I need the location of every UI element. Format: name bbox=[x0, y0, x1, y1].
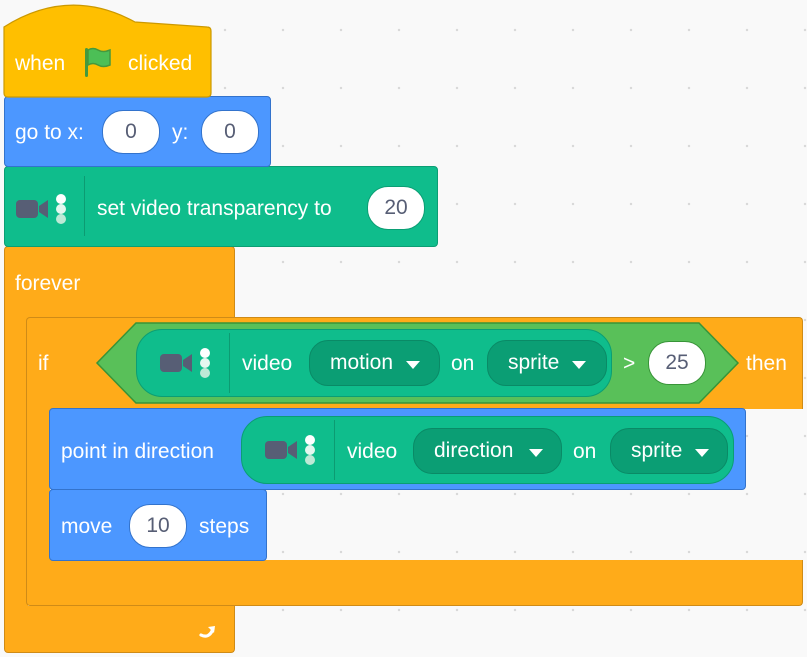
block-divider bbox=[84, 176, 85, 236]
threshold-input[interactable]: 25 bbox=[648, 341, 706, 385]
if-left-wall bbox=[26, 405, 50, 563]
attribute-dropdown[interactable]: motion bbox=[309, 340, 440, 386]
forever-bottom-arm bbox=[4, 606, 235, 653]
move-label: move bbox=[61, 515, 113, 538]
repeat-arrow-icon bbox=[195, 617, 221, 648]
target-dropdown-value: sprite bbox=[508, 351, 560, 374]
x-input[interactable]: 0 bbox=[102, 110, 160, 154]
reporter-divider bbox=[229, 333, 230, 393]
chevron-down-icon bbox=[572, 361, 586, 369]
steps-input[interactable]: 10 bbox=[129, 504, 187, 548]
target-dropdown[interactable]: sprite bbox=[487, 340, 607, 386]
set-video-transparency-block[interactable] bbox=[4, 166, 438, 247]
point-in-direction-label: point in direction bbox=[61, 440, 214, 463]
reporter-divider bbox=[334, 420, 335, 480]
green-flag-icon bbox=[82, 45, 116, 84]
attribute-dropdown-value: motion bbox=[330, 351, 394, 374]
chevron-down-icon bbox=[406, 361, 420, 369]
video-camera-icon bbox=[14, 192, 70, 231]
transparency-input[interactable]: 20 bbox=[367, 186, 425, 230]
chevron-down-icon bbox=[695, 449, 709, 457]
if-label: if bbox=[38, 352, 49, 375]
set-video-transparency-label: set video transparency to bbox=[97, 197, 332, 220]
video-label: video bbox=[347, 440, 398, 463]
direction-attribute-value: direction bbox=[434, 439, 514, 462]
chevron-down-icon bbox=[529, 449, 543, 457]
go-to-x-label: go to x: bbox=[15, 121, 84, 144]
y-label: y: bbox=[172, 121, 189, 144]
video-label: video bbox=[242, 352, 293, 375]
y-input[interactable]: 0 bbox=[201, 110, 259, 154]
operator-symbol: > bbox=[623, 352, 636, 375]
clicked-label: clicked bbox=[128, 52, 193, 75]
video-camera-icon bbox=[158, 346, 214, 385]
on-label: on bbox=[451, 352, 475, 375]
then-label: then bbox=[746, 352, 787, 375]
if-bottom-arm bbox=[26, 560, 803, 606]
direction-attribute-dropdown[interactable]: direction bbox=[413, 428, 562, 474]
steps-label: steps bbox=[199, 515, 250, 538]
direction-target-value: sprite bbox=[631, 439, 683, 462]
forever-left-wall bbox=[4, 316, 28, 608]
when-label: when bbox=[15, 52, 66, 75]
forever-label: forever bbox=[15, 272, 81, 295]
on-label: on bbox=[573, 440, 597, 463]
direction-target-dropdown[interactable]: sprite bbox=[610, 428, 728, 474]
video-camera-icon bbox=[263, 433, 319, 472]
